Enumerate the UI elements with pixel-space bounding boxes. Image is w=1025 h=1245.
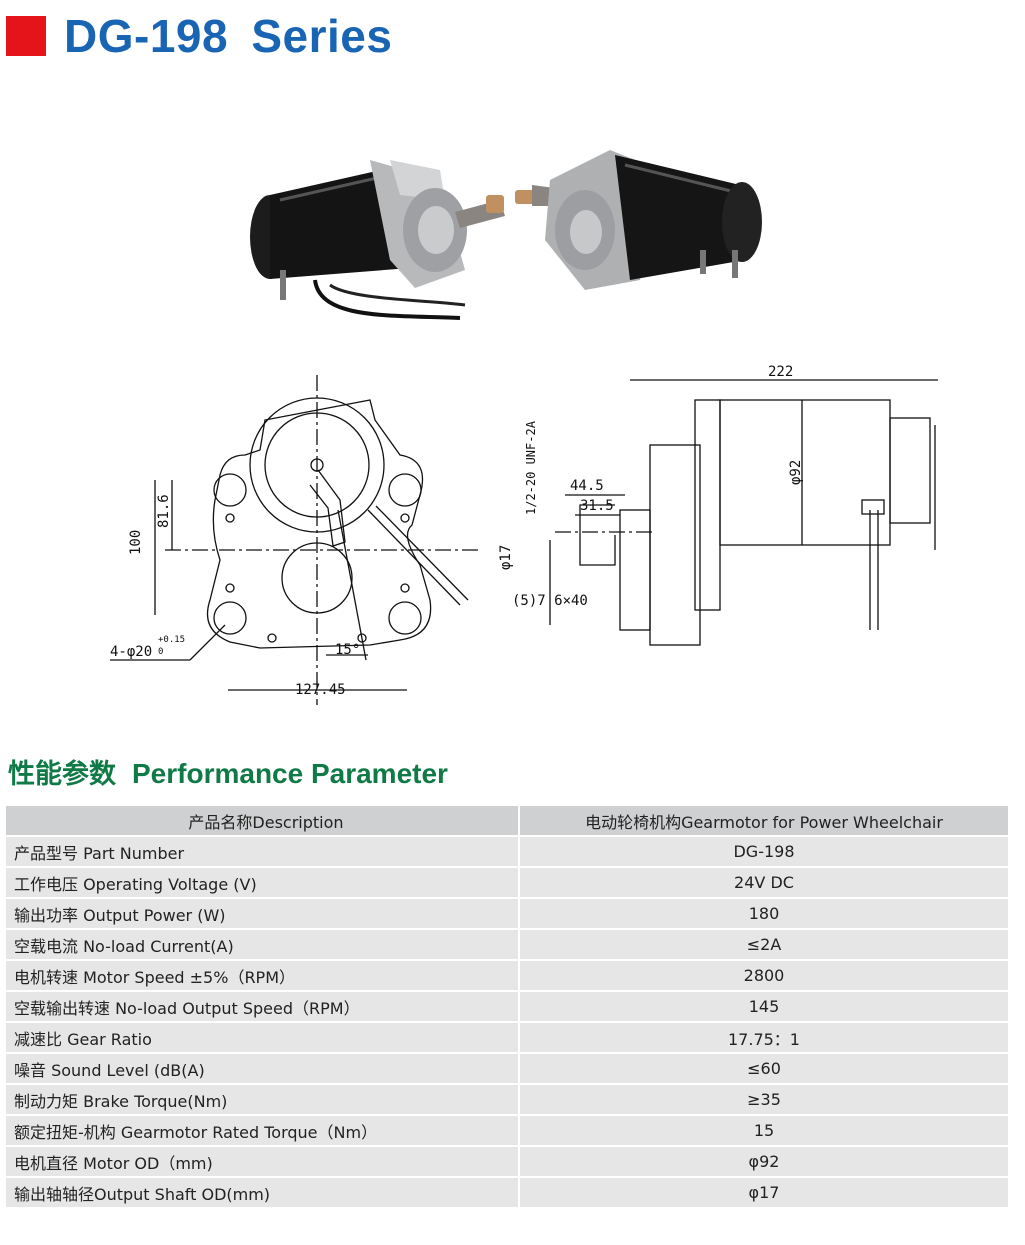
dim-shaft-31-5: 31.5 [580, 498, 614, 514]
dim-height-81-6: 81.6 [156, 494, 172, 528]
row-value: ≤2A [520, 930, 1008, 959]
section-title: 性能参数 Performance Parameter [8, 752, 448, 791]
table-row: 额定扭矩-机构 Gearmotor Rated Torque（Nm）15 [6, 1116, 1008, 1145]
row-label: 空载输出转速 No-load Output Speed（RPM） [6, 992, 520, 1021]
row-value: 17.75：1 [520, 1023, 1008, 1052]
left-gearmotor-photo [250, 160, 505, 320]
section-title-en: Performance Parameter [132, 758, 448, 789]
side-view-drawing: 222 44.5 31.5 φ17 (5)7 6×40 1/2-20 UNF-2… [498, 364, 938, 646]
row-value: ≤60 [520, 1054, 1008, 1083]
dim-angle: 15° [335, 642, 360, 658]
right-gearmotor-photo [515, 150, 762, 290]
table-row: 空载输出转速 No-load Output Speed（RPM）145 [6, 992, 1008, 1021]
row-label: 噪音 Sound Level (dB(A) [6, 1054, 520, 1083]
row-label: 减速比 Gear Ratio [6, 1023, 520, 1052]
row-label: 电机直径 Motor OD（mm) [6, 1147, 520, 1176]
row-label: 输出轴轴径Output Shaft OD(mm) [6, 1178, 520, 1207]
row-label: 电机转速 Motor Speed ±5%（RPM） [6, 961, 520, 990]
dim-thread: 1/2-20 UNF-2A [524, 420, 538, 515]
row-value: φ92 [520, 1147, 1008, 1176]
brand-marker [6, 16, 46, 56]
dim-overall-length: 222 [768, 364, 793, 380]
technical-drawing: 100 81.6 127.45 15° 4-φ20 +0.15 0 222 44… [110, 364, 938, 705]
table-row: 输出轴轴径Output Shaft OD(mm)φ17 [6, 1178, 1008, 1207]
header-value: 电动轮椅机构Gearmotor for Power Wheelchair [520, 806, 1008, 835]
row-value: 24V DC [520, 868, 1008, 897]
front-view-drawing: 100 81.6 127.45 15° 4-φ20 +0.15 0 [110, 375, 480, 705]
dim-tol-upper: +0.15 [158, 635, 185, 645]
row-label: 额定扭矩-机构 Gearmotor Rated Torque（Nm） [6, 1116, 520, 1145]
dim-shaft-dia: φ17 [498, 545, 514, 570]
row-label: 空载电流 No-load Current(A) [6, 930, 520, 959]
row-label: 工作电压 Operating Voltage (V) [6, 868, 520, 897]
page-header: DG-198 Series [6, 10, 392, 62]
row-value: ≥35 [520, 1085, 1008, 1114]
dim-shaft-44-5: 44.5 [570, 478, 604, 494]
table-header-row: 产品名称Description 电动轮椅机构Gearmotor for Powe… [6, 806, 1008, 835]
row-value: 2800 [520, 961, 1008, 990]
performance-table: 产品名称Description 电动轮椅机构Gearmotor for Powe… [6, 804, 1008, 1209]
row-label: 产品型号 Part Number [6, 837, 520, 866]
row-label: 制动力矩 Brake Torque(Nm) [6, 1085, 520, 1114]
dim-motor-dia: φ92 [788, 460, 804, 485]
table-row: 输出功率 Output Power (W)180 [6, 899, 1008, 928]
table-row: 空载电流 No-load Current(A)≤2A [6, 930, 1008, 959]
row-value: φ17 [520, 1178, 1008, 1207]
product-photo [250, 150, 762, 320]
row-value: 180 [520, 899, 1008, 928]
dim-hole-spacing: 127.45 [295, 682, 346, 698]
dim-height-100: 100 [128, 530, 144, 555]
table-row: 制动力矩 Brake Torque(Nm)≥35 [6, 1085, 1008, 1114]
dim-key: (5)7 6×40 [512, 593, 588, 609]
row-value: 145 [520, 992, 1008, 1021]
table-row: 电机转速 Motor Speed ±5%（RPM）2800 [6, 961, 1008, 990]
table-row: 噪音 Sound Level (dB(A)≤60 [6, 1054, 1008, 1083]
row-label: 输出功率 Output Power (W) [6, 899, 520, 928]
row-value: 15 [520, 1116, 1008, 1145]
row-value: DG-198 [520, 837, 1008, 866]
header-description: 产品名称Description [6, 806, 520, 835]
section-title-cn: 性能参数 [8, 759, 116, 790]
table-row: 电机直径 Motor OD（mm)φ92 [6, 1147, 1008, 1176]
series-title: DG-198 Series [64, 10, 393, 62]
dim-holes: 4-φ20 [110, 644, 152, 660]
dim-tol-lower: 0 [158, 647, 163, 657]
table-row: 工作电压 Operating Voltage (V)24V DC [6, 868, 1008, 897]
